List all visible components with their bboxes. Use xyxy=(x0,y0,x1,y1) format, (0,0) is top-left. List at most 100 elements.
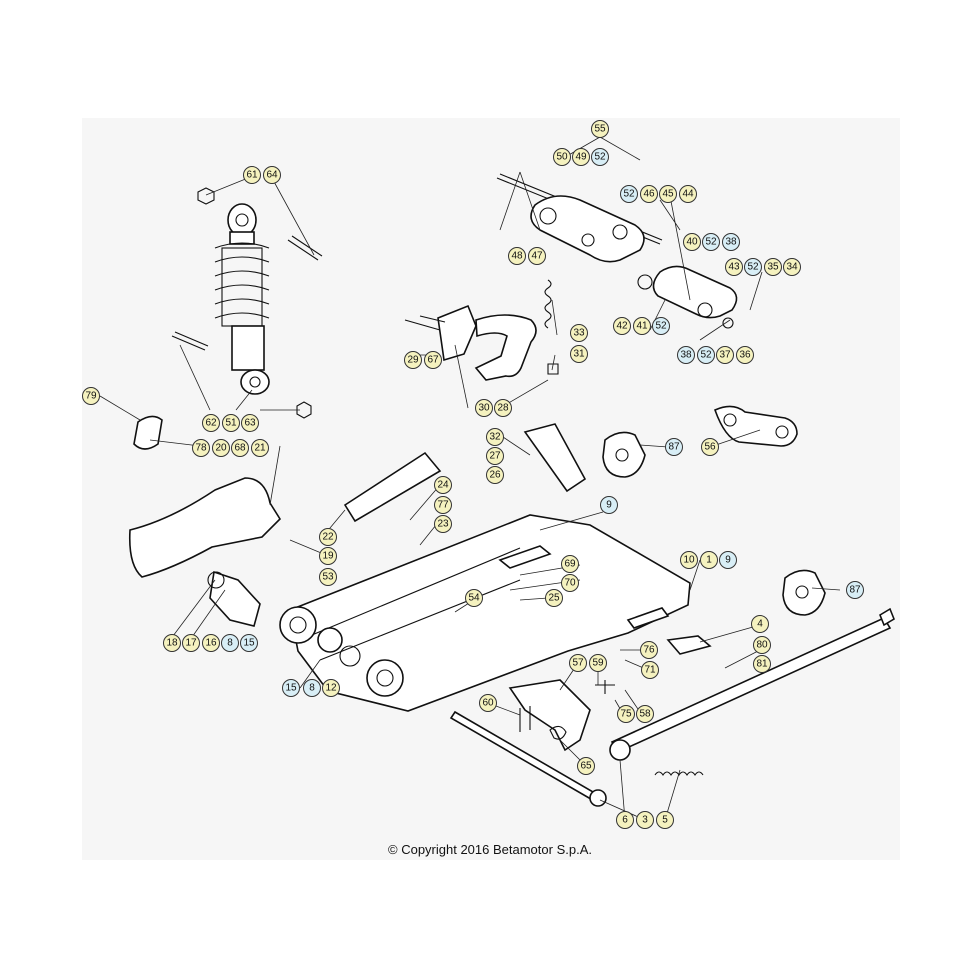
callout-label: 33 xyxy=(573,328,585,339)
callout-33: 33 xyxy=(570,324,588,342)
callout-circle xyxy=(636,811,654,829)
pivot-axle xyxy=(449,710,607,807)
callout-label: 76 xyxy=(643,645,655,656)
callout-6: 6 xyxy=(616,811,634,829)
callout-15: 15 xyxy=(282,679,300,697)
callout-circle xyxy=(636,705,654,723)
callout-51: 51 xyxy=(222,414,240,432)
callout-label: 49 xyxy=(575,152,587,163)
callout-circle xyxy=(569,654,587,672)
callout-label: 42 xyxy=(616,321,628,332)
callout-circle xyxy=(553,148,571,166)
callout-label: 8 xyxy=(309,683,315,694)
side-stand xyxy=(508,607,895,776)
callout-61: 61 xyxy=(243,166,261,184)
callout-circle xyxy=(475,399,493,417)
callout-label: 19 xyxy=(322,551,334,562)
callout-71: 71 xyxy=(641,661,659,679)
callout-circle xyxy=(570,324,588,342)
callout-label: 5 xyxy=(662,815,668,826)
callout-label: 63 xyxy=(244,418,256,429)
callout-label: 46 xyxy=(643,189,655,200)
callout-52: 52 xyxy=(591,148,609,166)
callout-label: 9 xyxy=(725,555,731,566)
callout-15: 15 xyxy=(240,634,258,652)
callout-50: 50 xyxy=(553,148,571,166)
callout-label: 28 xyxy=(497,403,509,414)
callout-circle xyxy=(846,581,864,599)
callout-59: 59 xyxy=(589,654,607,672)
callout-circle xyxy=(479,694,497,712)
callout-label: 40 xyxy=(686,237,698,248)
callout-label: 53 xyxy=(322,572,334,583)
callout-label: 61 xyxy=(246,170,258,181)
callout-circle xyxy=(701,438,719,456)
callout-label: 81 xyxy=(756,659,768,670)
callout-48: 48 xyxy=(508,247,526,265)
callout-81: 81 xyxy=(753,655,771,673)
callout-circle xyxy=(641,661,659,679)
callout-circle xyxy=(600,496,618,514)
callout-circle xyxy=(640,641,658,659)
callout-label: 41 xyxy=(636,321,648,332)
callout-circle xyxy=(319,568,337,586)
callout-label: 64 xyxy=(266,170,278,181)
callout-49: 49 xyxy=(572,148,590,166)
callout-label: 35 xyxy=(767,262,779,273)
callout-circle xyxy=(591,148,609,166)
callout-30: 30 xyxy=(475,399,493,417)
callout-22: 22 xyxy=(319,528,337,546)
callout-circle xyxy=(434,496,452,514)
callout-label: 31 xyxy=(573,349,585,360)
callout-circle xyxy=(263,166,281,184)
callout-circle xyxy=(202,634,220,652)
callout-label: 36 xyxy=(739,350,751,361)
callout-circle xyxy=(764,258,782,276)
callout-18: 18 xyxy=(163,634,181,652)
callout-28: 28 xyxy=(494,399,512,417)
callout-circle xyxy=(659,185,677,203)
callout-label: 1 xyxy=(706,555,712,566)
callout-label: 87 xyxy=(849,585,861,596)
callout-label: 62 xyxy=(205,418,217,429)
callout-67: 67 xyxy=(424,351,442,369)
callout-label: 4 xyxy=(757,619,763,630)
callout-circle xyxy=(665,438,683,456)
callout-circle xyxy=(753,636,771,654)
callout-36: 36 xyxy=(736,346,754,364)
callout-52: 52 xyxy=(702,233,720,251)
callout-circle xyxy=(486,466,504,484)
callout-52: 52 xyxy=(744,258,762,276)
callout-label: 55 xyxy=(594,124,606,135)
callout-label: 12 xyxy=(325,683,337,694)
callout-53: 53 xyxy=(319,568,337,586)
callout-circle xyxy=(282,679,300,697)
callout-44: 44 xyxy=(679,185,697,203)
brake-pedal-parts xyxy=(404,279,587,493)
callout-circle xyxy=(744,258,762,276)
callout-circle xyxy=(783,258,801,276)
callout-12: 12 xyxy=(322,679,340,697)
callout-26: 26 xyxy=(486,466,504,484)
callout-circle xyxy=(231,439,249,457)
part-drawings xyxy=(128,173,895,807)
callout-circle xyxy=(640,185,658,203)
callout-circle xyxy=(486,447,504,465)
callout-circle xyxy=(243,166,261,184)
callout-label: 45 xyxy=(662,189,674,200)
callout-38: 38 xyxy=(722,233,740,251)
callout-label: 54 xyxy=(468,593,480,604)
callout-circle xyxy=(528,247,546,265)
callout-circle xyxy=(240,634,258,652)
callout-label: 50 xyxy=(556,152,568,163)
callout-circle xyxy=(591,120,609,138)
callout-circle xyxy=(241,414,259,432)
callout-31: 31 xyxy=(570,345,588,363)
callout-label: 52 xyxy=(655,321,667,332)
callout-circle xyxy=(589,654,607,672)
callout-76: 76 xyxy=(640,641,658,659)
callout-25: 25 xyxy=(545,589,563,607)
callout-label: 58 xyxy=(639,709,651,720)
callout-circle xyxy=(719,551,737,569)
